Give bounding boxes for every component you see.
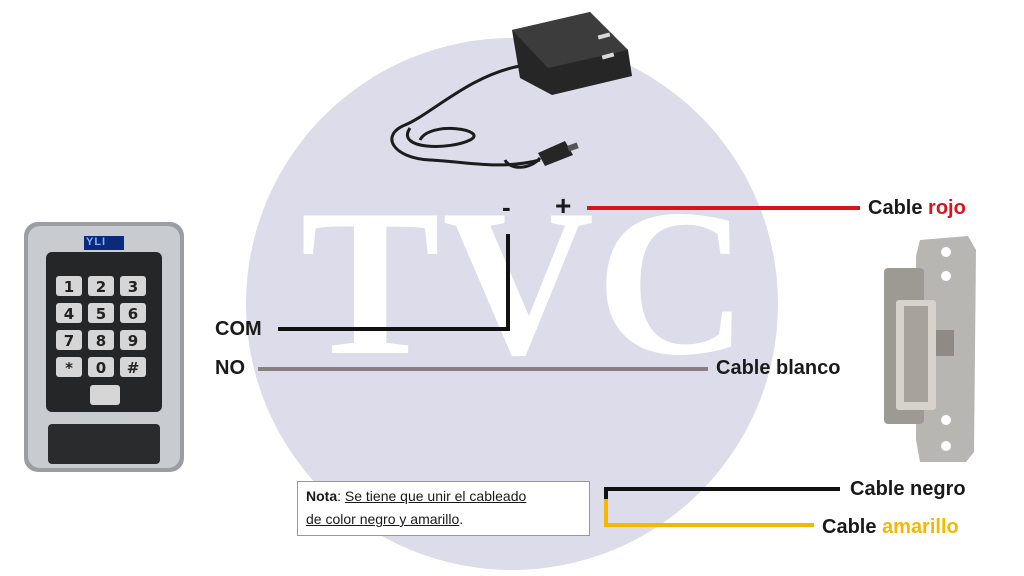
cable-rojo-label: Cable rojo [868, 197, 966, 220]
keypad-brand-label: YLI [86, 236, 107, 248]
keypad-key-label: 1 [64, 278, 74, 296]
keypad-key-label: * [65, 359, 73, 377]
cable-amarillo-color: amarillo [882, 516, 959, 538]
keypad-key [120, 330, 146, 350]
power-adapter-icon [390, 12, 632, 169]
door-strike-icon [884, 236, 976, 462]
keypad-key [56, 330, 82, 350]
note-end: . [459, 511, 464, 527]
cable-amarillo-label: Cable amarillo [822, 516, 959, 539]
keypad-key [88, 330, 114, 350]
wire-com-black [278, 234, 510, 331]
keypad-key [88, 303, 114, 323]
cable-negro-label: Cable negro [850, 478, 966, 500]
keypad-key [120, 276, 146, 296]
note-text-1: Se tiene que unir el cableado [344, 488, 527, 504]
keypad-key-label: 6 [128, 305, 138, 323]
keypad-key-label: # [127, 359, 140, 377]
note-text-2: de color negro y amarillo [306, 511, 460, 527]
keypad-key-label: 2 [96, 278, 106, 296]
keypad-key-label: 3 [128, 278, 138, 296]
watermark-logo: TVC [300, 167, 750, 399]
keypad-key [88, 276, 114, 296]
keypad-key [56, 357, 82, 377]
cable-amarillo-prefix: Cable [822, 516, 883, 538]
keypad-key-label: 0 [96, 359, 106, 377]
note-line-2: de color negro y amarillo. [306, 508, 589, 531]
wire-yellow [604, 499, 814, 527]
keypad-key-label: 7 [64, 332, 74, 350]
note-sep: : [337, 488, 345, 504]
keypad-key [56, 276, 82, 296]
keypad-key-label: 5 [96, 305, 106, 323]
cable-rojo-prefix: Cable [868, 197, 929, 219]
keypad-key-label: 4 [64, 305, 74, 323]
cable-rojo-color: rojo [928, 197, 966, 219]
note-title: Nota [306, 488, 338, 504]
keypad-key [120, 357, 146, 377]
note-line-1: Nota: Se tiene que unir el cableado [306, 485, 589, 508]
wire-black [604, 487, 840, 525]
keypad-key-label: 9 [128, 332, 138, 350]
no-label: NO [215, 357, 245, 379]
keypad-key [88, 357, 114, 377]
com-label: COM [215, 318, 262, 340]
keypad-device-icon: 1 2 3 4 5 6 7 8 9 * 0 # [24, 222, 184, 472]
power-minus-label: - [502, 192, 511, 222]
note-box: Nota: Se tiene que unir el cableado de c… [297, 481, 590, 536]
keypad-key [56, 303, 82, 323]
keypad-key-label: 8 [96, 332, 106, 350]
cable-blanco-label: Cable blanco [716, 357, 841, 379]
keypad-key [120, 303, 146, 323]
power-plus-label: + [555, 190, 572, 221]
